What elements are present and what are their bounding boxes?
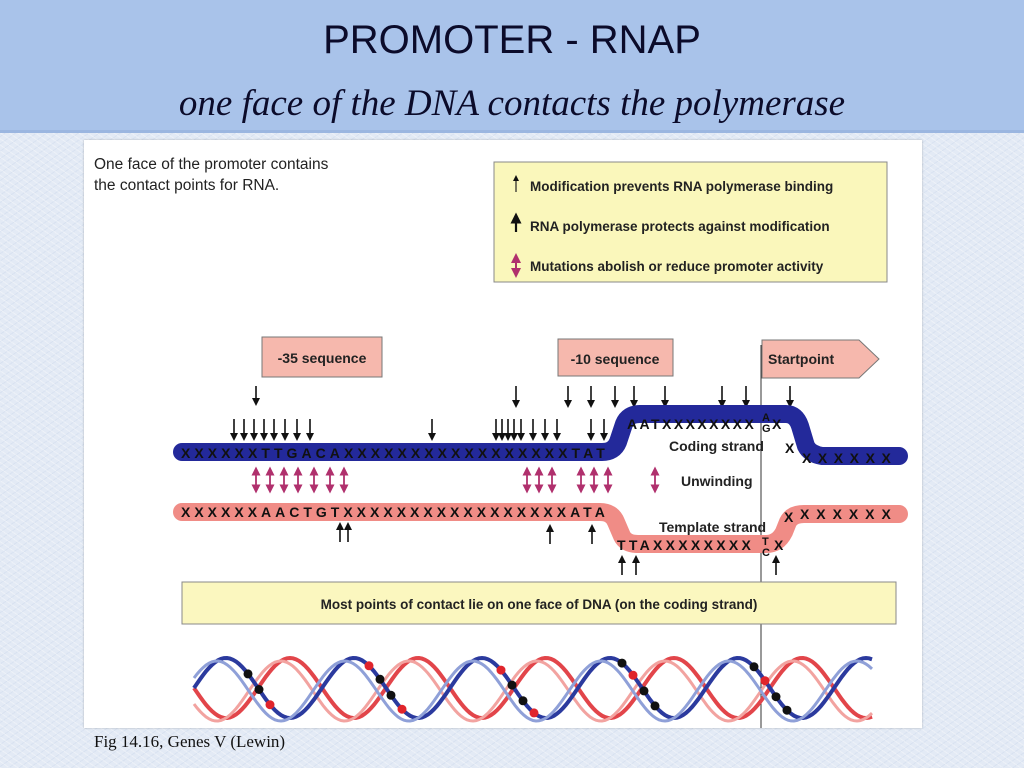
- minus10-label: -10 sequence: [571, 351, 660, 367]
- contact-point-dot: [496, 665, 506, 675]
- contact-point-dot: [639, 686, 649, 696]
- dna-helix: [192, 655, 874, 723]
- minus35-label: -35 sequence: [278, 350, 367, 366]
- template-strand: XXXXXXAACTGTXXXXXXXXXXXXXXXXXATA TTAXXXX…: [173, 503, 908, 559]
- contact-point-dot: [650, 701, 660, 711]
- contact-point-dot: [397, 704, 407, 714]
- figure-caption: Fig 14.16, Genes V (Lewin): [94, 732, 286, 751]
- contact-point-dot: [782, 705, 792, 715]
- contact-point-dot: [375, 674, 385, 684]
- legend-box: Modification prevents RNA polymerase bin…: [493, 161, 888, 283]
- contact-point-dot: [628, 670, 638, 680]
- template-start-bottom: C: [762, 547, 770, 559]
- startpoint-label-box: Startpoint: [761, 339, 880, 379]
- intro-line-2: the contact points for RNA.: [94, 177, 279, 194]
- unwinding-label: Unwinding: [681, 473, 753, 489]
- contact-point-dot: [749, 662, 759, 672]
- template-x-after: X: [774, 537, 784, 553]
- helix-strand-red-1: [192, 655, 873, 721]
- protection-arrows-bottom: [336, 522, 780, 575]
- contact-point-dot: [518, 696, 528, 706]
- contact-point-dot: [507, 680, 517, 690]
- template-start-top: T: [762, 536, 769, 548]
- contact-point-dot: [771, 692, 781, 702]
- slide-title: PROMOTER - RNAP: [323, 18, 701, 62]
- minus35-label-box: -35 sequence: [261, 336, 383, 378]
- contact-point-dot: [243, 669, 253, 679]
- modification-arrows-top: [230, 386, 807, 441]
- coding-x-right: X: [785, 440, 795, 456]
- contact-point-dot: [254, 685, 264, 694]
- coding-strand-label: Coding strand: [669, 438, 764, 454]
- coding-seq-left: XXXXXXTTGACAXXXXXXXXXXXXXXXXXTAT: [181, 445, 606, 461]
- template-x-right: X: [784, 509, 794, 525]
- startpoint-label: Startpoint: [768, 351, 834, 367]
- title-bar: [0, 0, 1024, 133]
- minus10-label-box: -10 sequence: [557, 338, 674, 377]
- legend-item-modification: Modification prevents RNA polymerase bin…: [530, 179, 833, 194]
- footer-box: Most points of contact lie on one face o…: [181, 581, 897, 625]
- coding-seq-bubble: AATXXXXXXXX: [627, 416, 755, 432]
- footer-text: Most points of contact lie on one face o…: [321, 597, 758, 612]
- contact-point-dot: [265, 700, 275, 710]
- helix-strand-pink-1: [192, 659, 874, 723]
- coding-start-bottom: G: [762, 423, 771, 435]
- coding-x-after: X: [772, 416, 782, 432]
- legend-item-mutations: Mutations abolish or reduce promoter act…: [530, 259, 824, 274]
- coding-start-top: A: [762, 412, 770, 424]
- figure-canvas: One face of the promoter contains the co…: [94, 156, 908, 728]
- contact-point-dot: [386, 690, 396, 700]
- contact-point-dot: [529, 708, 539, 718]
- intro-line-1: One face of the promoter contains: [94, 156, 329, 173]
- coding-strand: XXXXXXTTGACAXXXXXXXXXXXXXXXXXTAT AATXXXX…: [173, 405, 908, 466]
- mutation-arrows: [251, 466, 660, 494]
- slide-subtitle: one face of the DNA contacts the polymer…: [178, 83, 846, 124]
- template-seq-bubble: TTAXXXXXXXX: [617, 537, 752, 553]
- contact-point-dot: [760, 676, 770, 686]
- legend-item-protection: RNA polymerase protects against modifica…: [530, 219, 830, 234]
- contact-point-dot: [617, 658, 627, 668]
- contact-point-dot: [364, 661, 374, 671]
- promoter-figure: One face of the promoter contains the co…: [84, 140, 922, 728]
- template-strand-label: Template strand: [659, 519, 766, 535]
- helix-strand-blue-2: [192, 659, 874, 723]
